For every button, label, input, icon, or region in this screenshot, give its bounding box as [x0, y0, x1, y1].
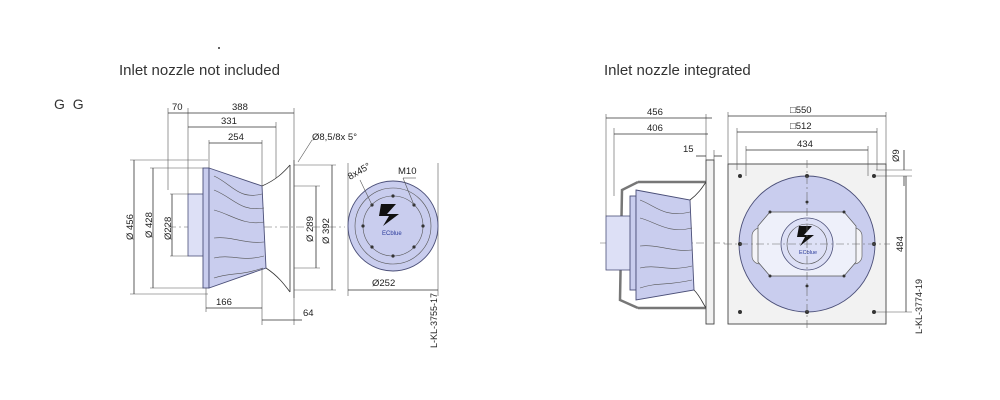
dim-434: 434 [797, 139, 813, 150]
left-front-view: ECblue 8x45° M10 Ø252 L-KL-3755-17 [346, 161, 439, 348]
dim-388: 388 [232, 102, 248, 113]
dim-dia-289: Ø 289 [305, 216, 316, 242]
left-side-view: 70 388 331 254 Ø8,5/8x 5° Ø 456 Ø 428 Ø2… [125, 102, 357, 325]
dim-70: 70 [172, 102, 183, 113]
ref-code-right: L-KL-3774-19 [914, 279, 924, 334]
dim-hole: Ø8,5/8x 5° [312, 132, 357, 143]
ecblue-logo-icon-right [797, 226, 814, 246]
right-side-view: 456 406 15 [600, 107, 730, 325]
right-front-view: ECblue □550 □512 434 Ø9 484 L-KL-3774-19 [724, 105, 924, 334]
logo-text-left: ECblue [382, 231, 402, 237]
ecblue-logo-icon [379, 204, 399, 226]
dim-dia-9: Ø9 [891, 149, 902, 162]
dim-square-512: □512 [790, 121, 812, 132]
series-code: G G [54, 96, 86, 112]
dim-15: 15 [683, 144, 694, 155]
dim-254: 254 [228, 132, 244, 143]
dim-thread: M10 [398, 166, 416, 177]
heading-nozzle-not-included: Inlet nozzle not included [119, 62, 280, 79]
dim-406: 406 [647, 123, 663, 134]
dim-dia-456: Ø 456 [125, 214, 136, 240]
dim-square-550: □550 [790, 105, 812, 116]
dim-166: 166 [216, 297, 232, 308]
dim-dia-252: Ø252 [372, 278, 395, 289]
dim-484: 484 [895, 236, 906, 252]
logo-text-right: ECblue [799, 250, 817, 256]
heading-nozzle-integrated: Inlet nozzle integrated [604, 62, 751, 79]
dim-331: 331 [221, 116, 237, 127]
dim-dia-428: Ø 428 [144, 212, 155, 238]
dim-dia-228: Ø228 [163, 217, 174, 240]
dim-bolt-pattern: 8x45° [346, 161, 373, 183]
stray-dot [218, 47, 220, 49]
dim-64: 64 [303, 308, 314, 319]
dim-456: 456 [647, 107, 663, 118]
dim-dia-392: Ø 392 [321, 218, 332, 244]
ref-code-left: L-KL-3755-17 [429, 293, 439, 348]
